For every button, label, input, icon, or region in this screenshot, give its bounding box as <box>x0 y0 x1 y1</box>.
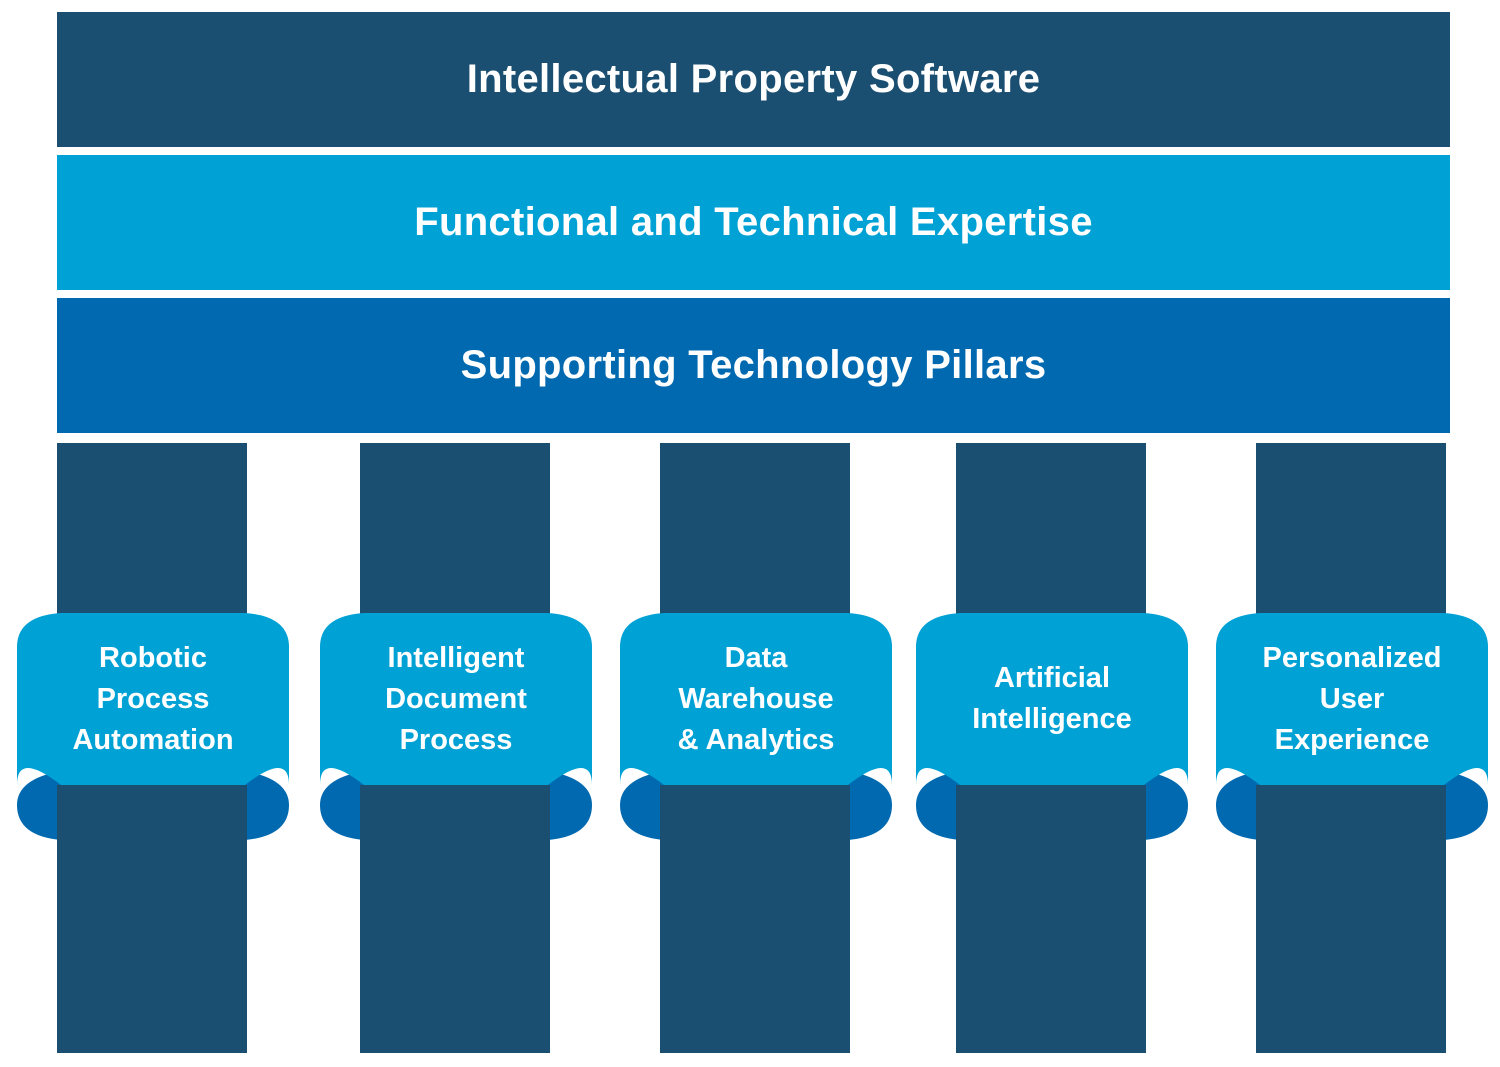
pillar-shaft-bottom <box>360 785 550 1053</box>
layer-title: Intellectual Property Software <box>466 57 1041 101</box>
pillar-artificial-intelligence: Artificial Intelligence <box>916 443 1188 1053</box>
pillar-personalized-user-experience: Personalized User Experience <box>1216 443 1488 1053</box>
layer-supporting-technology-pillars: Supporting Technology Pillars <box>57 298 1450 433</box>
pillar-label: Intelligent Document Process <box>385 641 527 756</box>
pillar-label: Personalized User Experience <box>1262 641 1442 756</box>
layer-intellectual-property-software: Intellectual Property Software <box>57 12 1450 147</box>
pillar-intelligent-document-process: Intelligent Document Process <box>320 443 592 1053</box>
pillar-shaft-top <box>360 443 550 615</box>
pillar-shaft-top <box>57 443 247 615</box>
pillar-robotic-process-automation: Robotic Process Automation <box>17 443 289 1053</box>
pillar-label: Artificial Intelligence <box>972 662 1132 735</box>
layer-title: Supporting Technology Pillars <box>460 343 1047 387</box>
pillar-shaft-top <box>660 443 850 615</box>
layer-functional-technical-expertise: Functional and Technical Expertise <box>57 155 1450 290</box>
pillar-label: Data Warehouse & Analytics <box>677 641 835 756</box>
pillar-shaft-top <box>1256 443 1446 615</box>
pillar-shaft-bottom <box>956 785 1146 1053</box>
pillar-label: Robotic Process Automation <box>72 641 234 756</box>
pillar-shaft-bottom <box>1256 785 1446 1053</box>
pillar-shaft-bottom <box>660 785 850 1053</box>
pillar-shaft-top <box>956 443 1146 615</box>
pillar-shaft-bottom <box>57 785 247 1053</box>
pillar-data-warehouse-analytics: Data Warehouse & Analytics <box>620 443 892 1053</box>
layer-title: Functional and Technical Expertise <box>414 200 1093 244</box>
